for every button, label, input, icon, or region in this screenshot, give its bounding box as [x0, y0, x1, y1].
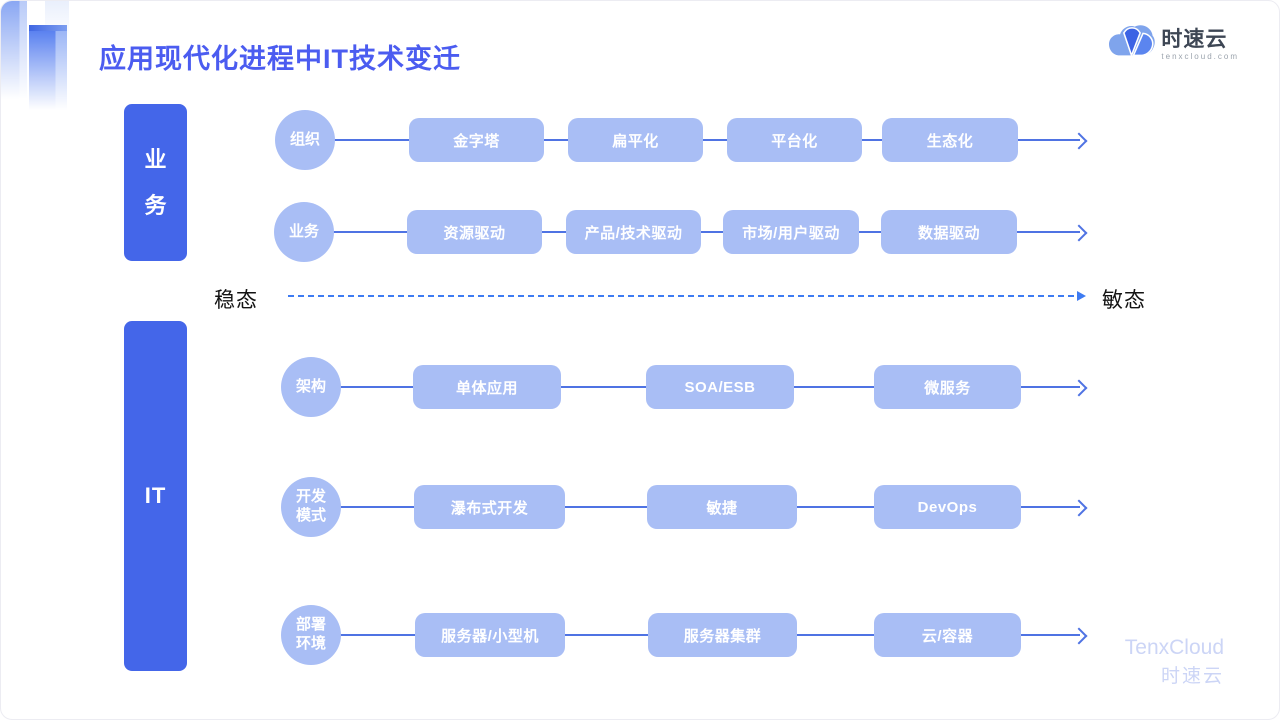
arrow-right-icon — [1070, 132, 1088, 149]
category-label: 开发模式 — [295, 488, 326, 524]
decorative-block — [1, 1, 27, 103]
category-label: 部署环境 — [295, 616, 326, 652]
arrow-right-icon — [1070, 224, 1088, 241]
divider-dashed-line — [288, 295, 1074, 297]
timeline-row-deployenv: 部署环境 服务器/小型机 服务器集群 云/容器 — [1, 605, 1279, 665]
stage-node: 单体应用 — [413, 365, 561, 409]
decorative-block — [29, 31, 67, 115]
sidebar-business-label: 业务 — [144, 146, 167, 218]
stage-node: 云/容器 — [874, 613, 1021, 657]
sidebar-it: IT — [124, 321, 187, 671]
stage-node: 微服务 — [874, 365, 1021, 409]
category-label: 组织 — [289, 130, 320, 148]
category-circle: 组织 — [275, 110, 335, 170]
stage-node: 瀑布式开发 — [414, 485, 565, 529]
watermark-line1: TenxCloud — [1124, 636, 1224, 660]
watermark: TenxCloud 时速云 — [1125, 633, 1224, 691]
stage-node: 市场/用户驱动 — [723, 210, 859, 254]
stage-node: 产品/技术驱动 — [566, 210, 701, 254]
timeline-row-business: 业务 资源驱动 产品/技术驱动 市场/用户驱动 数据驱动 — [1, 202, 1279, 262]
category-circle: 部署环境 — [281, 605, 341, 665]
arrow-right-icon — [1070, 499, 1088, 516]
sidebar-it-label: IT — [144, 483, 167, 508]
stage-node: 扁平化 — [568, 118, 703, 162]
stage-node: SOA/ESB — [646, 365, 794, 409]
category-circle: 开发模式 — [281, 477, 341, 537]
logo-name: 时速云 — [1161, 27, 1228, 51]
cloud-icon — [1109, 23, 1156, 66]
timeline-row-devmode: 开发模式 瀑布式开发 敏捷 DevOps — [1, 477, 1279, 537]
category-circle: 架构 — [281, 357, 341, 417]
stage-node: 服务器/小型机 — [415, 613, 565, 657]
category-label: 业务 — [288, 222, 319, 240]
arrow-right-icon — [1070, 379, 1088, 396]
tenxcloud-logo: 时速云 tenxcloud.com — [1109, 23, 1239, 66]
stage-node: 数据驱动 — [881, 210, 1017, 254]
logo-domain: tenxcloud.com — [1161, 51, 1239, 61]
watermark-line2: 时速云 — [1160, 666, 1224, 688]
stage-node: 生态化 — [882, 118, 1018, 162]
decorative-block — [29, 25, 67, 33]
divider-arrow-icon — [1077, 291, 1086, 301]
arrow-right-icon — [1070, 627, 1088, 644]
category-circle: 业务 — [274, 202, 334, 262]
category-label: 架构 — [295, 377, 326, 395]
timeline-row-architecture: 架构 单体应用 SOA/ESB 微服务 — [1, 357, 1279, 417]
stage-node: DevOps — [874, 485, 1021, 529]
page-title: 应用现代化进程中IT技术变迁 — [99, 44, 461, 74]
divider-label-agile: 敏态 — [1102, 289, 1146, 312]
sidebar-business: 业务 — [124, 104, 187, 261]
stage-node: 金字塔 — [409, 118, 544, 162]
stage-node: 平台化 — [727, 118, 862, 162]
stage-node: 资源驱动 — [407, 210, 542, 254]
timeline-row-organization: 组织 金字塔 扁平化 平台化 生态化 — [1, 110, 1279, 170]
stage-node: 敏捷 — [647, 485, 797, 529]
stage-node: 服务器集群 — [648, 613, 797, 657]
divider-label-stable: 稳态 — [214, 289, 258, 312]
